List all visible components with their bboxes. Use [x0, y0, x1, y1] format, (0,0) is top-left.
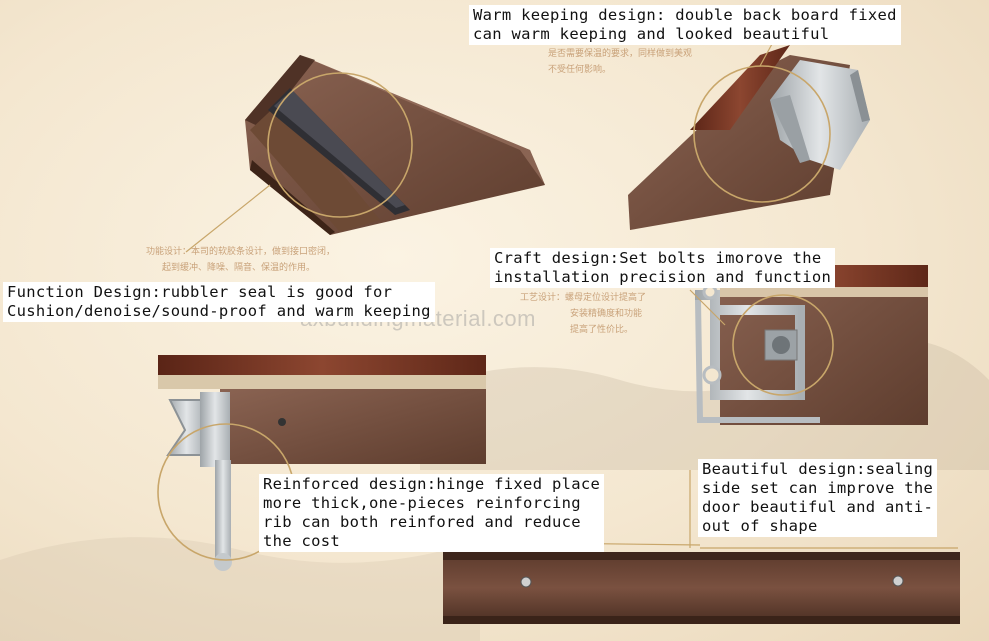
highlight-circle-backboard: [693, 65, 831, 203]
cn-note-craft-line3: 提高了性价比。: [570, 325, 634, 335]
profile-photo-seal: [245, 55, 545, 235]
profile-photo-bolt: [695, 265, 928, 425]
highlight-circle-seal: [267, 72, 413, 218]
caption-warm-line1: Warm keeping design: double back board f…: [473, 6, 897, 24]
cn-note-craft-line2: 安装精确度和功能: [570, 309, 643, 319]
cn-note-function-line1: 功能设计：本司的软胶条设计，做到接口密闭，: [146, 247, 336, 257]
cn-note-craft-line1: 工艺设计：螺母定位设计提高了: [520, 293, 647, 303]
caption-warm-keeping: Warm keeping design: double back board f…: [469, 5, 901, 45]
caption-function-line2: Cushion/denoise/sound-proof and warm kee…: [7, 302, 431, 320]
caption-reinforced-line3: rib can both reinfored and reduce: [263, 513, 581, 531]
cn-note-function: 功能设计：本司的软胶条设计，做到接口密闭， 起到缓冲、降噪、隔音、保温的作用。: [146, 244, 335, 276]
caption-beautiful-line3: door beautiful and anti-: [702, 498, 934, 516]
caption-craft-design: Craft design:Set bolts imorove the insta…: [490, 248, 836, 288]
caption-reinforced-line2: more thick,one-pieces reinforcing: [263, 494, 581, 512]
cn-note-craft: 工艺设计：螺母定位设计提高了 安装精确度和功能 提高了性价比。: [520, 290, 646, 338]
profile-photo-backboard: [628, 45, 870, 230]
caption-beautiful-line2: side set can improve the: [702, 479, 934, 497]
caption-beautiful-design: Beautiful design:sealing side set can im…: [698, 459, 938, 537]
cn-note-warm-line2: 不受任何影响。: [548, 65, 612, 75]
caption-reinforced-design: Reinforced design:hinge fixed place more…: [259, 474, 605, 552]
caption-craft-line2: installation precision and function: [494, 268, 832, 286]
caption-reinforced-line4: the cost: [263, 532, 341, 550]
cn-note-warm-line1: 是否需要保温的要求，同样做到美观: [548, 49, 693, 59]
highlight-circle-bolt: [732, 294, 834, 396]
profile-photo-sealing-bar: [443, 552, 960, 624]
cn-note-warm: 是否需要保温的要求，同样做到美观 不受任何影响。: [548, 46, 692, 78]
caption-function-line1: Function Design:rubbler seal is good for: [7, 283, 393, 301]
profile-photo-hinge: [158, 355, 486, 571]
cn-note-function-line2: 起到缓冲、降噪、隔音、保温的作用。: [162, 263, 316, 273]
caption-warm-line2: can warm keeping and looked beautiful: [473, 25, 830, 43]
caption-reinforced-line1: Reinforced design:hinge fixed place: [263, 475, 601, 493]
caption-beautiful-line4: out of shape: [702, 517, 818, 535]
caption-beautiful-line1: Beautiful design:sealing: [702, 460, 934, 478]
caption-function-design: Function Design:rubbler seal is good for…: [3, 282, 435, 322]
caption-craft-line1: Craft design:Set bolts imorove the: [494, 249, 822, 267]
